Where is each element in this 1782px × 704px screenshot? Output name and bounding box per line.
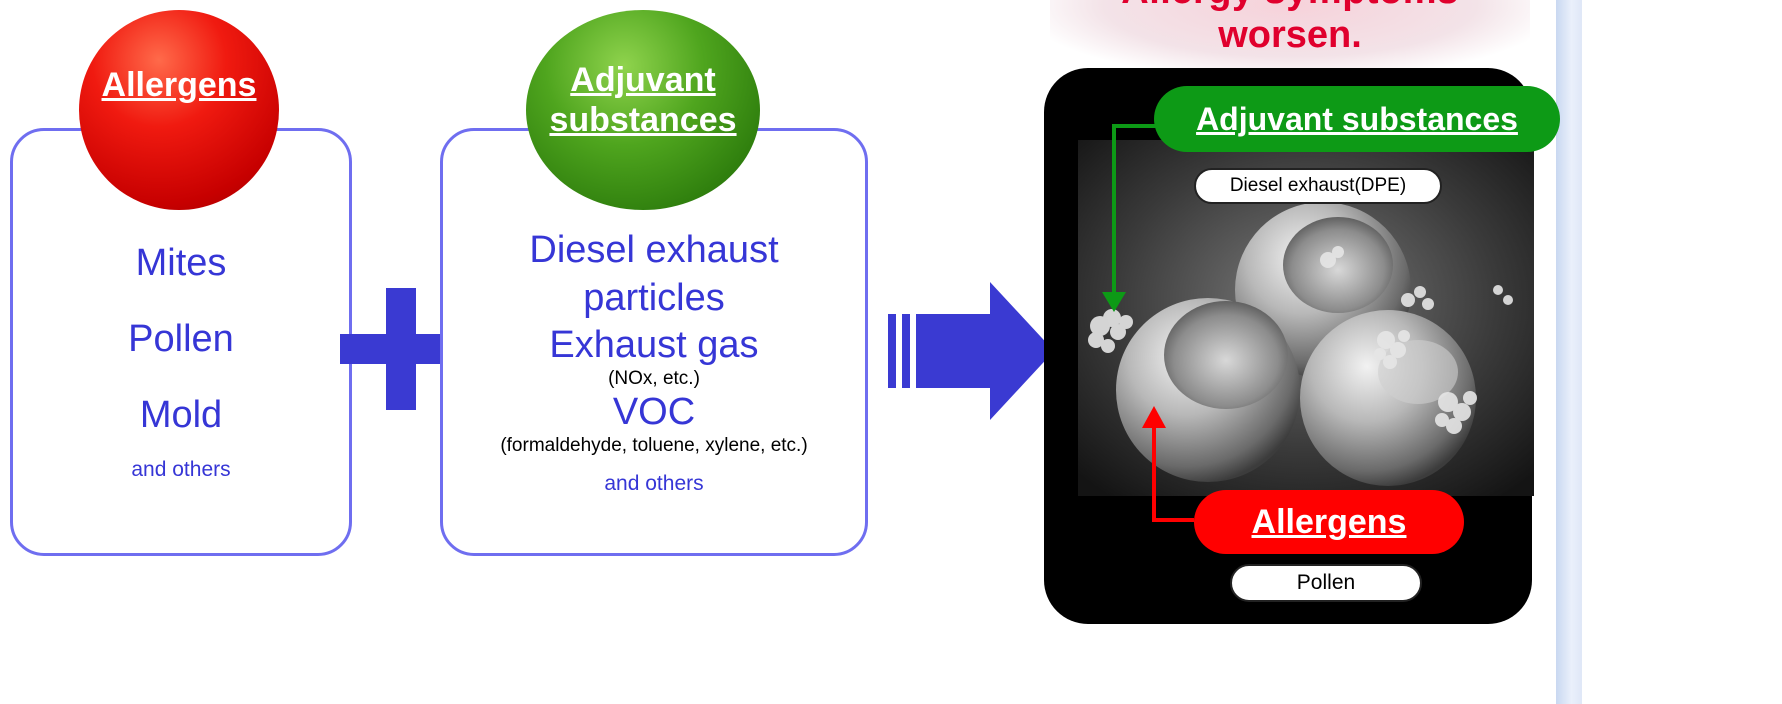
allergens-label: Allergens <box>1194 490 1464 554</box>
banner-line-2: worsen. <box>1218 14 1362 56</box>
adjuvant-substances-label: Adjuvant substances <box>1154 86 1560 152</box>
banner-line-1: Allergy symptoms <box>1050 0 1530 13</box>
adjuvant-title-line-2: substances <box>549 101 737 139</box>
adjuvant-title-line-1: Adjuvant <box>570 61 716 99</box>
allergen-item-mold: Mold <box>139 394 223 436</box>
diesel-exhaust-label: Diesel exhaust(DPE) <box>1194 168 1442 204</box>
adjuvant-circle: Adjuvant substances <box>526 10 760 210</box>
adjuvant-item-diesel: Diesel exhaust particles <box>529 229 779 319</box>
edge-strip <box>1556 0 1582 704</box>
allergen-item-pollen: Pollen <box>128 318 234 360</box>
allergens-circle: Allergens <box>79 10 279 210</box>
adjuvant-title: Adjuvant substances <box>549 60 736 140</box>
adjuvant-item-voc: VOC <box>612 391 696 433</box>
adjuvant-others: and others <box>604 472 704 495</box>
right-arrow-icon <box>888 282 1054 420</box>
allergen-list: Mites Pollen Mold and others <box>10 238 352 482</box>
adjuvant-item-nox: (NOx, etc.) <box>608 368 700 389</box>
allergen-others: and others <box>131 458 231 481</box>
plus-icon-horizontal-bar <box>340 334 452 364</box>
adjuvant-item-exhaust-gas: Exhaust gas <box>549 324 759 366</box>
adjuvant-item-voc-detail: (formaldehyde, toluene, xylene, etc.) <box>500 435 808 456</box>
allergen-item-mites: Mites <box>135 242 227 284</box>
result-banner <box>1050 0 1530 72</box>
pollen-label: Pollen <box>1230 564 1422 602</box>
adjuvant-list: Diesel exhaust particles Exhaust gas (NO… <box>440 226 868 496</box>
allergens-title: Allergens <box>101 66 257 104</box>
pointer-lines <box>1102 124 1194 522</box>
